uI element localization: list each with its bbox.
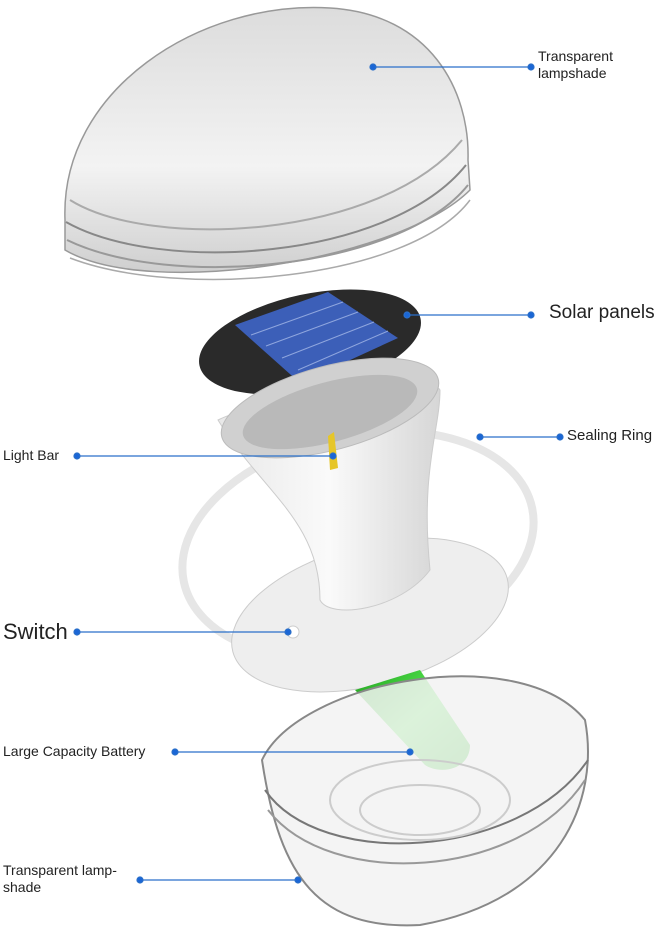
bottom-lampshade (260, 675, 589, 927)
light-bar (328, 432, 338, 470)
label-top-lampshade: Transparent lampshade (538, 48, 613, 82)
label-light-bar: Light Bar (3, 447, 60, 463)
top-lampshade (64, 6, 471, 281)
lamp-body (217, 357, 509, 693)
label-sealing-ring: Sealing Ring (567, 427, 653, 444)
leader-lines (73, 63, 564, 884)
label-bottom-lampshade: Transparent lamp- shade (3, 862, 117, 896)
label-battery: Large Capacity Battery (3, 743, 146, 759)
label-switch: Switch (3, 619, 68, 644)
label-line: lampshade (538, 64, 607, 81)
label-line: Transparent (538, 48, 613, 64)
label-solar-panels: Solar panels (549, 302, 655, 323)
label-line: shade (3, 878, 42, 895)
label-line: Transparent lamp- (3, 862, 117, 878)
